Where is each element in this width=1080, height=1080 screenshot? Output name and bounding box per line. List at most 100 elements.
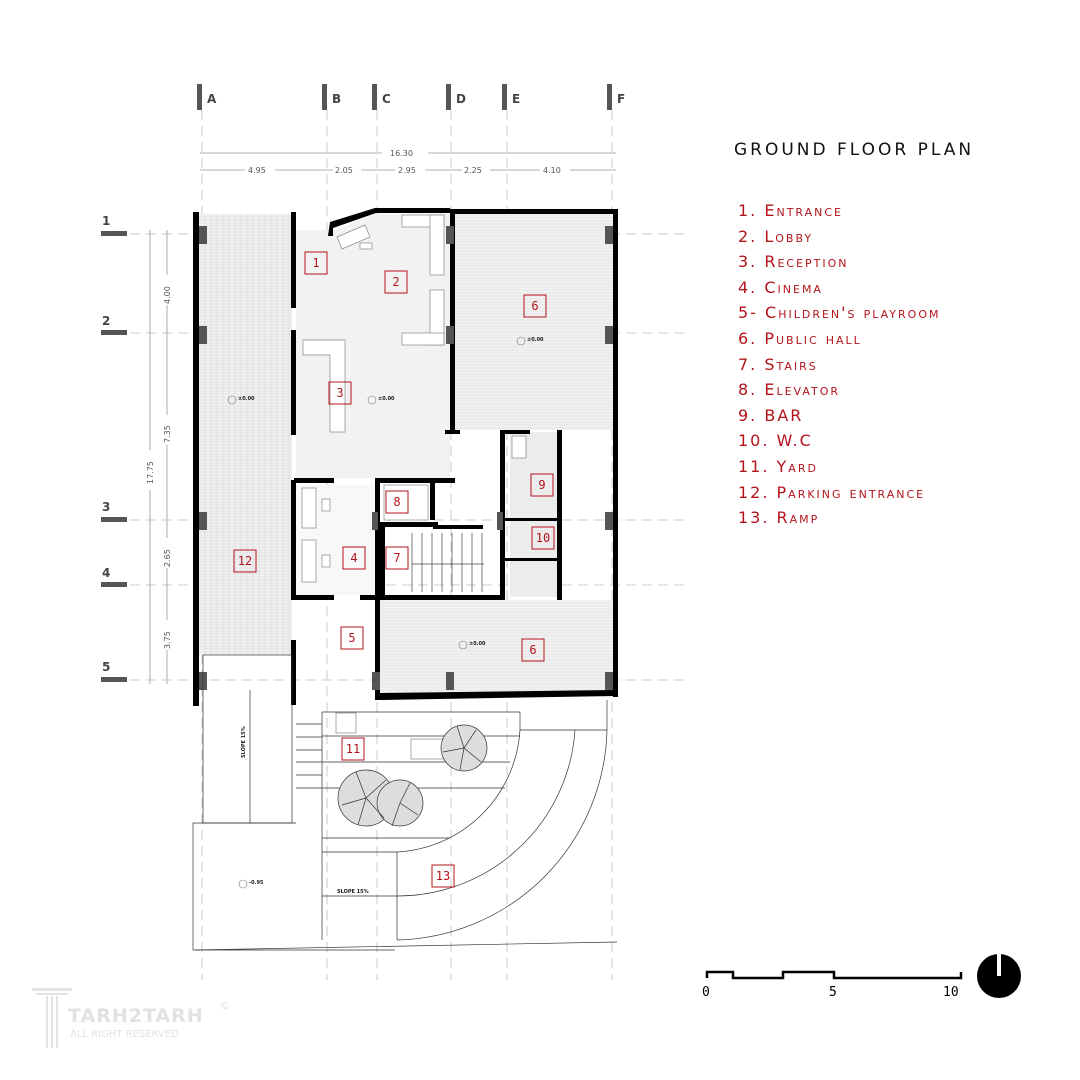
room-number: 6 xyxy=(529,643,536,657)
room-number: 6 xyxy=(531,299,538,313)
room-tag: 12 xyxy=(233,549,257,573)
slope-label-ramp: SLOPE 15% xyxy=(337,889,369,895)
scale-bar xyxy=(705,970,963,980)
legend-item: 5- Children's playroom xyxy=(738,303,941,323)
row-label-5: 5 xyxy=(102,660,110,674)
room-tag: 1 xyxy=(304,251,328,275)
room-number: 7 xyxy=(393,551,400,565)
column-label-d: D xyxy=(456,92,466,106)
dim-b-c: 2.05 xyxy=(335,166,353,175)
row-label-3: 3 xyxy=(102,500,110,514)
room-tag: 6 xyxy=(523,294,547,318)
scale-label-5: 5 xyxy=(829,985,837,1000)
row-markers xyxy=(101,231,127,682)
room-tag-box xyxy=(304,251,328,275)
room-number: 10 xyxy=(536,531,550,545)
floor-areas xyxy=(199,212,613,695)
room-number: 8 xyxy=(393,495,400,509)
level-hall-top: ±0.00 xyxy=(527,337,544,343)
column-markers xyxy=(197,84,612,110)
room-tag: 4 xyxy=(342,546,366,570)
dim-row-1-2: 4.00 xyxy=(163,286,172,304)
scale-label-10: 10 xyxy=(943,985,959,1000)
dim-row-2-3: 7.35 xyxy=(163,425,172,443)
bar-wc-floor xyxy=(510,432,558,597)
room-tag-box xyxy=(431,864,455,888)
column-label-a: A xyxy=(207,92,217,106)
room-tag-box xyxy=(531,526,555,550)
level-parking: ±0.00 xyxy=(238,396,255,402)
room-number: 4 xyxy=(350,551,357,565)
column-label-c: C xyxy=(382,92,391,106)
room-tag: 8 xyxy=(385,490,409,514)
dim-c-d: 2.95 xyxy=(398,166,416,175)
legend-item: 13. Ramp xyxy=(738,508,820,528)
legend-item: 10. W.C xyxy=(738,431,813,451)
room-tag-box xyxy=(385,546,409,570)
room-tag-box xyxy=(328,381,352,405)
level-lower-yard: -0.95 xyxy=(249,880,264,886)
room-number: 1 xyxy=(312,256,319,270)
room-tag: 6 xyxy=(521,638,545,662)
legend-item: 2. Lobby xyxy=(738,226,814,246)
dim-row-4-5: 3.75 xyxy=(163,631,172,649)
room-tag: 13 xyxy=(431,864,455,888)
dim-total-width: 16.30 xyxy=(390,149,413,158)
room-tag-box xyxy=(521,638,545,662)
scale-label-0: 0 xyxy=(702,985,710,1000)
vertical-dimension-lines xyxy=(149,230,168,684)
room-tag: 7 xyxy=(385,546,409,570)
room-number: 13 xyxy=(436,869,450,883)
legend-item: 3. Reception xyxy=(738,252,849,272)
room-tag: 10 xyxy=(531,526,555,550)
legend-item: 4. Cinema xyxy=(738,277,823,297)
room-tag-box xyxy=(385,490,409,514)
room-tag-box xyxy=(341,737,365,761)
room-tag-box xyxy=(233,549,257,573)
legend-item: 12. Parking entrance xyxy=(738,482,926,502)
room-tag-box xyxy=(340,626,364,650)
room-number: 2 xyxy=(392,275,399,289)
legend-item: 6. Public hall xyxy=(738,328,862,348)
trees xyxy=(337,724,488,827)
dim-a-b: 4.95 xyxy=(248,166,266,175)
row-label-1: 1 xyxy=(102,214,110,228)
column-label-b: B xyxy=(332,92,341,106)
room-tag: 2 xyxy=(384,270,408,294)
watermark-brand: TARH2TARH xyxy=(68,1005,204,1027)
column-label-e: E xyxy=(512,92,520,106)
level-hall-bottom: ±0.00 xyxy=(469,641,486,647)
hall-floor-top xyxy=(455,212,613,430)
dim-row-3-4: 2.65 xyxy=(163,549,172,567)
room-tag-box xyxy=(523,294,547,318)
row-label-4: 4 xyxy=(102,566,110,580)
room-number: 5 xyxy=(348,631,355,645)
watermark-rights: ALL RIGHT RESERVED xyxy=(70,1029,179,1040)
room-tag-box xyxy=(384,270,408,294)
legend-item: 8. Elevator xyxy=(738,380,841,400)
level-lobby: ±0.00 xyxy=(378,396,395,402)
hall-floor-bottom xyxy=(380,600,613,695)
dim-d-e: 2.25 xyxy=(464,166,482,175)
room-tag: 9 xyxy=(530,473,554,497)
room-tag-box xyxy=(342,546,366,570)
legend-item: 7. Stairs xyxy=(738,354,818,374)
floor-hatching xyxy=(199,214,613,694)
level-markers xyxy=(227,336,526,889)
room-tag: 5 xyxy=(340,626,364,650)
room-number: 9 xyxy=(538,478,545,492)
slope-label-parking: SLOPE 15% xyxy=(241,726,247,758)
room-number: 12 xyxy=(238,554,252,568)
room-number: 11 xyxy=(346,742,360,756)
stairs xyxy=(411,533,484,592)
pillar-logo-icon xyxy=(32,988,72,1048)
row-label-2: 2 xyxy=(102,314,110,328)
column-label-f: F xyxy=(617,92,625,106)
legend-item: 9. BAR xyxy=(738,405,804,425)
parking-floor xyxy=(199,214,292,655)
room-legend: 1. Entrance 2. Lobby 3. Reception 4. Cin… xyxy=(738,200,940,533)
dim-total-depth: 17.75 xyxy=(146,461,155,484)
room-number: 3 xyxy=(336,386,343,400)
